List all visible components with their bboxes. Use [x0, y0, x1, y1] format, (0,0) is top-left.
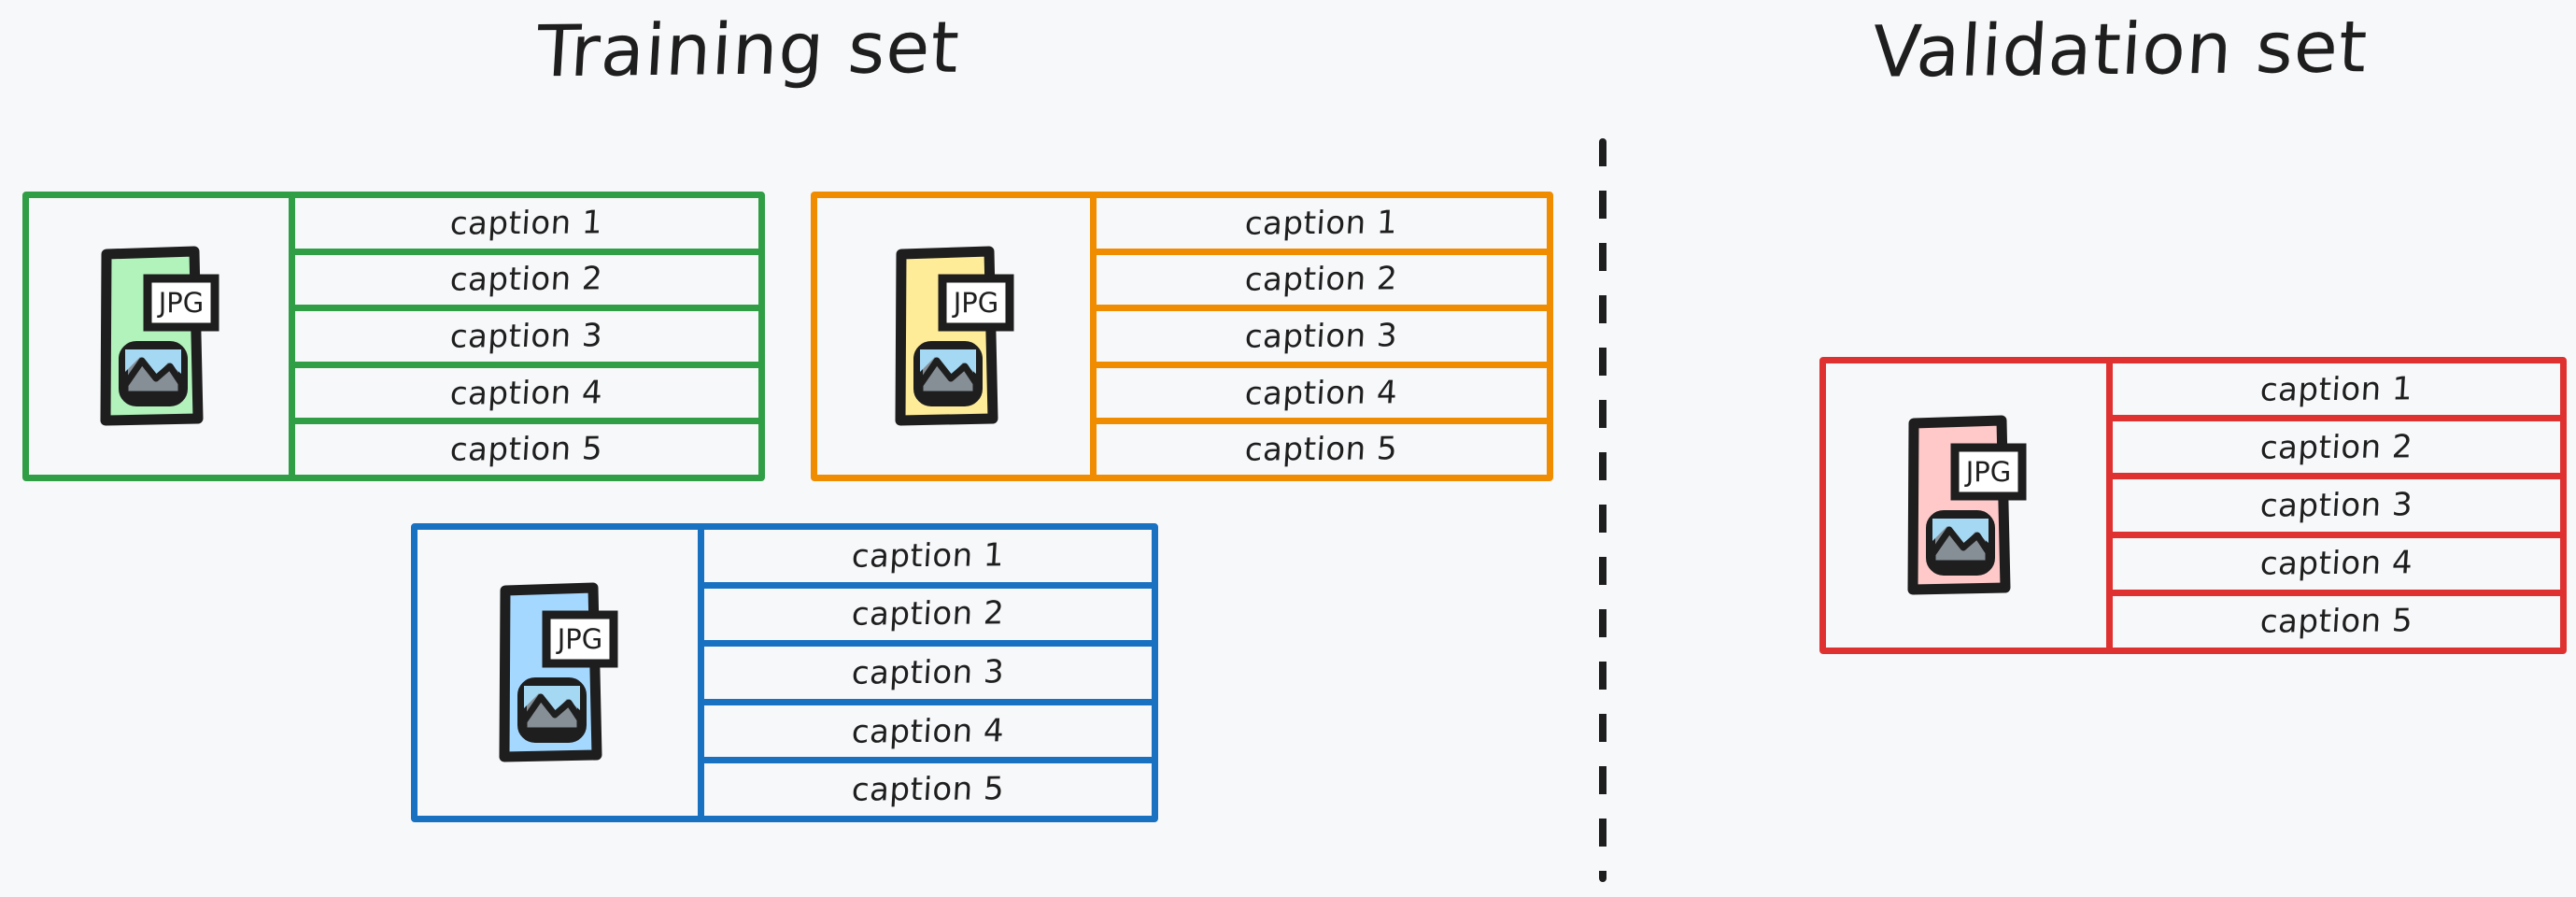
caption-pane-green: caption 1 caption 2 caption 3 caption 4 …: [289, 198, 758, 475]
caption-row[interactable]: caption 3: [2113, 479, 2560, 538]
jpg-file-icon: JPG: [499, 582, 618, 762]
caption-text: caption 3: [1244, 317, 1399, 356]
caption-text: caption 4: [850, 711, 1006, 751]
caption-row[interactable]: caption 2: [2113, 421, 2560, 480]
svg-text:JPG: JPG: [1964, 456, 2012, 488]
sample-card-red[interactable]: JPG caption 1 caption 2 caption 3 captio…: [1819, 357, 2567, 654]
caption-row[interactable]: caption 4: [704, 705, 1152, 764]
caption-row[interactable]: caption 5: [295, 424, 758, 475]
image-pane-blue: JPG: [418, 530, 698, 816]
caption-text: caption 2: [1244, 260, 1399, 300]
dashed-divider: [1599, 138, 1606, 882]
caption-row[interactable]: caption 1: [1097, 198, 1547, 255]
caption-row[interactable]: caption 5: [704, 763, 1152, 816]
jpg-file-icon: JPG: [895, 246, 1014, 426]
caption-row[interactable]: caption 3: [1097, 311, 1547, 368]
caption-text: caption 1: [2258, 369, 2414, 409]
caption-text: caption 4: [449, 373, 604, 413]
caption-text: caption 4: [1244, 373, 1399, 413]
validation-set-title: Validation set: [1870, 5, 2371, 93]
caption-row[interactable]: caption 2: [295, 255, 758, 312]
caption-row[interactable]: caption 1: [704, 530, 1152, 589]
caption-text: caption 4: [2258, 544, 2414, 583]
caption-row[interactable]: caption 2: [1097, 255, 1547, 312]
caption-text: caption 1: [1244, 204, 1399, 243]
caption-text: caption 3: [2258, 486, 2414, 525]
caption-text: caption 2: [449, 260, 604, 300]
caption-row[interactable]: caption 4: [2113, 538, 2560, 596]
image-pane-orange: JPG: [817, 198, 1090, 475]
sample-card-green[interactable]: JPG caption 1 caption 2 caption 3 captio…: [22, 192, 765, 481]
caption-text: caption 5: [1244, 430, 1399, 469]
caption-text: caption 3: [449, 317, 604, 356]
caption-row[interactable]: caption 3: [295, 311, 758, 368]
caption-row[interactable]: caption 1: [2113, 363, 2560, 422]
caption-row[interactable]: caption 5: [1097, 424, 1547, 475]
caption-text: caption 5: [850, 770, 1006, 809]
caption-text: caption 1: [850, 536, 1006, 576]
image-pane-green: JPG: [29, 198, 289, 475]
sample-card-orange[interactable]: JPG caption 1 caption 2 caption 3 captio…: [811, 192, 1553, 481]
svg-text:JPG: JPG: [157, 287, 205, 319]
caption-pane-blue: caption 1 caption 2 caption 3 caption 4 …: [698, 530, 1152, 816]
caption-text: caption 1: [449, 204, 604, 243]
caption-row[interactable]: caption 4: [295, 368, 758, 425]
caption-text: caption 2: [2258, 428, 2414, 467]
jpg-file-icon: JPG: [100, 246, 219, 426]
caption-row[interactable]: caption 2: [704, 589, 1152, 648]
jpg-file-icon: JPG: [1907, 415, 2027, 595]
caption-pane-red: caption 1 caption 2 caption 3 caption 4 …: [2106, 363, 2560, 648]
training-set-title: Training set: [534, 5, 963, 93]
image-pane-red: JPG: [1826, 363, 2106, 648]
caption-text: caption 5: [2258, 602, 2414, 642]
caption-pane-orange: caption 1 caption 2 caption 3 caption 4 …: [1090, 198, 1547, 475]
caption-row[interactable]: caption 1: [295, 198, 758, 255]
svg-text:JPG: JPG: [556, 623, 603, 655]
caption-text: caption 2: [850, 594, 1006, 634]
caption-text: caption 3: [850, 653, 1006, 692]
caption-row[interactable]: caption 5: [2113, 596, 2560, 648]
svg-text:JPG: JPG: [952, 287, 999, 319]
sample-card-blue[interactable]: JPG caption 1 caption 2 caption 3 captio…: [411, 523, 1158, 822]
caption-row[interactable]: caption 4: [1097, 368, 1547, 425]
caption-row[interactable]: caption 3: [704, 647, 1152, 705]
caption-text: caption 5: [449, 430, 604, 469]
